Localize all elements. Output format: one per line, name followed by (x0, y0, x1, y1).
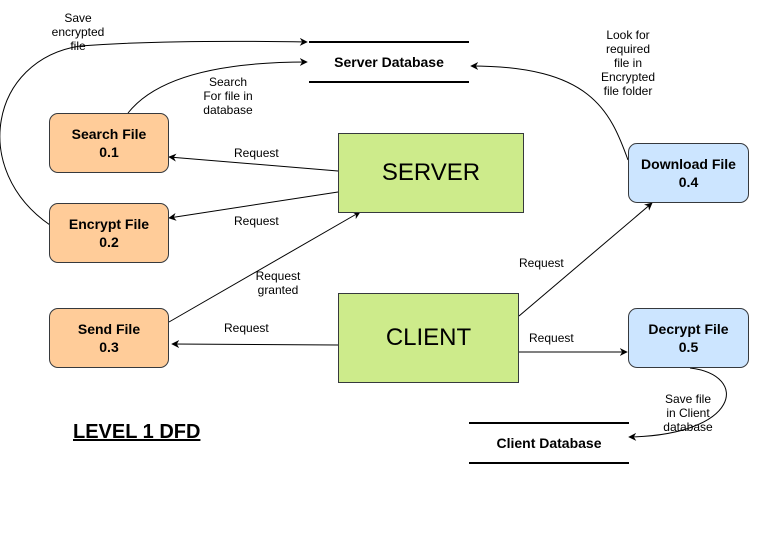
flow-label-line: file in (613, 56, 642, 70)
process-download-file[interactable]: Download File 0.4 (628, 143, 749, 203)
process-send-file-name: Send File (77, 321, 141, 337)
flow-label-line: granted (257, 283, 299, 297)
process-decrypt-file[interactable]: Decrypt File 0.5 (628, 308, 749, 368)
entity-client[interactable]: CLIENT (338, 293, 519, 383)
store-client-database-label: Client Database (496, 435, 602, 451)
process-encrypt-file-name: Encrypt File (68, 216, 150, 232)
store-client-database[interactable]: Client Database (469, 422, 629, 464)
process-search-file-name: Search File (71, 126, 147, 142)
process-search-file-number: 0.1 (99, 144, 119, 160)
flow-label-client-to-download: Request (519, 256, 564, 270)
flow-label-line: in Client (666, 406, 710, 420)
flow-label-client-to-send: Request (224, 321, 269, 335)
arrow-encrypt-to-server-db (0, 37, 308, 226)
process-decrypt-file-name: Decrypt File (648, 321, 729, 337)
entity-server[interactable]: SERVER (338, 133, 524, 213)
process-decrypt-file-number: 0.5 (678, 339, 699, 355)
flow-label-line: Request (255, 269, 301, 283)
flow-label-line: encrypted (51, 25, 105, 39)
store-server-database-label: Server Database (334, 54, 444, 70)
process-download-file-name: Download File (641, 156, 736, 172)
flow-label-line: required (605, 42, 651, 56)
arrow-search-to-server-db (127, 58, 308, 114)
process-send-file[interactable]: Send File 0.3 (49, 308, 169, 368)
flow-label-server-to-encrypt: Request (234, 214, 279, 228)
process-encrypt-file-number: 0.2 (99, 234, 119, 250)
arrow-server-to-encrypt (168, 191, 339, 221)
flow-label-look-for-file: Look for required file in Encrypted file… (595, 28, 661, 98)
diagram-title: LEVEL 1 DFD (73, 421, 201, 443)
flow-label-line: Encrypted (600, 70, 656, 84)
flow-label-line: Save (64, 11, 92, 25)
arrow-send-to-server (168, 211, 361, 323)
arrow-decrypt-to-client-db (628, 367, 727, 441)
entity-client-label: CLIENT (385, 324, 472, 351)
flow-label-line: file (70, 39, 86, 53)
flow-label-line: Search (208, 75, 248, 89)
flow-label-line: For file in (203, 89, 253, 103)
process-download-file-number: 0.4 (678, 174, 699, 190)
flow-label-line: Look for (606, 28, 650, 42)
arrow-server-to-search (168, 153, 339, 172)
process-encrypt-file[interactable]: Encrypt File 0.2 (49, 203, 169, 263)
process-search-file[interactable]: Search File 0.1 (49, 113, 169, 173)
flow-label-save-encrypted: Save encrypted file (48, 11, 108, 53)
flow-label-line: database (203, 103, 253, 117)
process-send-file-number: 0.3 (99, 339, 119, 355)
flow-label-send-to-server: Request granted (248, 269, 308, 297)
entity-server-label: SERVER (381, 159, 481, 186)
flow-label-search-db: Search For file in database (197, 75, 259, 117)
store-server-database[interactable]: Server Database (309, 41, 469, 83)
flow-label-client-to-decrypt: Request (529, 331, 574, 345)
flow-label-line: file folder (603, 84, 653, 98)
flow-label-save-client: Save file in Client database (659, 392, 717, 434)
flow-label-server-to-search: Request (234, 146, 279, 160)
flow-label-line: database (663, 420, 713, 434)
arrow-client-to-download (518, 202, 653, 317)
flow-label-line: Save file (664, 392, 712, 406)
arrow-download-to-server-db (470, 62, 629, 161)
arrow-client-to-send (171, 340, 339, 349)
